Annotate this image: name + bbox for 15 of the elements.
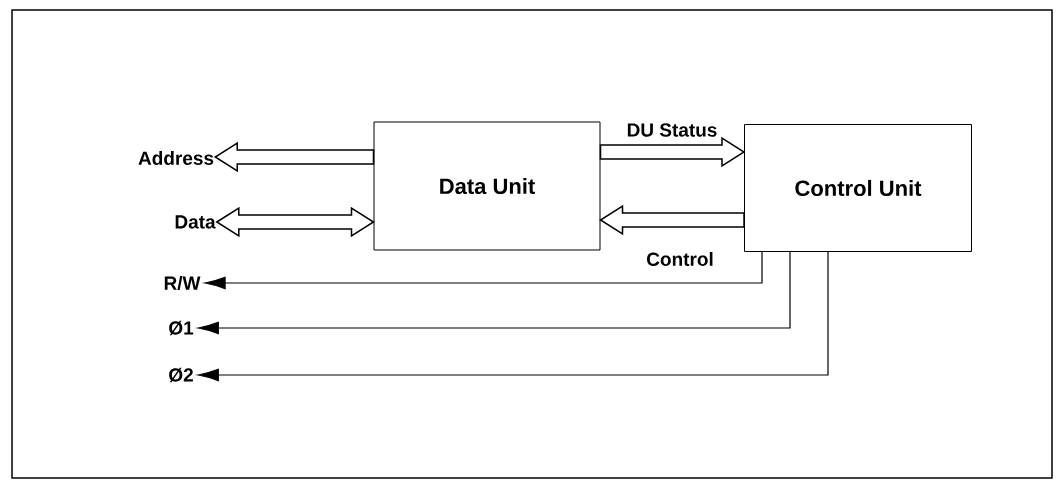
bus-arrow — [599, 204, 745, 236]
signal-label: Ø2 — [169, 367, 193, 383]
signal-arrow — [204, 251, 763, 290]
edge-label: DU Status — [625, 122, 719, 138]
signal-arrow — [197, 251, 829, 382]
signal-arrow — [197, 251, 791, 335]
bus-arrow — [213, 141, 375, 173]
bus-arrow — [599, 136, 746, 168]
signal-label: Address — [138, 151, 214, 165]
signal-label: R/W — [164, 275, 201, 291]
unit-box: Control Unit — [744, 124, 972, 252]
signal-label: Data — [175, 215, 216, 229]
signal-label: Ø1 — [169, 320, 194, 336]
unit-box: Data Unit — [373, 121, 601, 251]
edge-label: Control — [645, 251, 715, 267]
